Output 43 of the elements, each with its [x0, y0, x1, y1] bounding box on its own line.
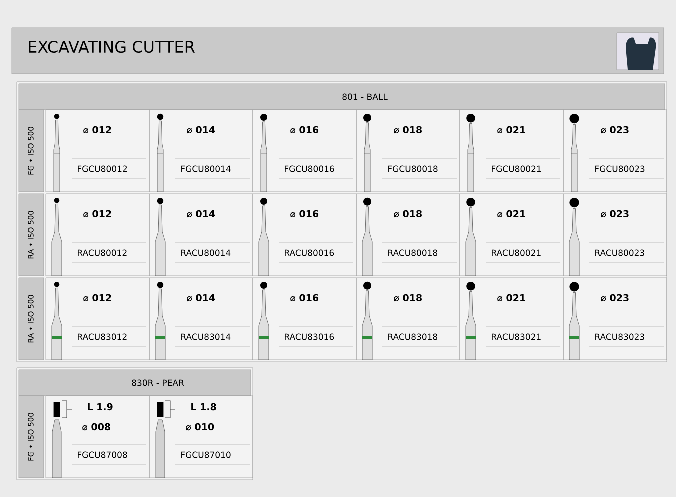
- diameter-label: ⌀ 021: [498, 294, 526, 302]
- diameter-label: ⌀ 018: [394, 210, 422, 218]
- length-label: L 1.8: [192, 403, 216, 411]
- product-code: RACU83014: [182, 334, 231, 340]
- diameter-label: ⌀ 012: [84, 294, 112, 302]
- diameter-label: ⌀ 021: [498, 210, 526, 218]
- diameter-label: ⌀ 012: [84, 126, 112, 134]
- product-code: RACU80021: [492, 250, 541, 256]
- diameter-label: ⌀ 021: [498, 126, 526, 134]
- diameter-label: ⌀ 023: [601, 210, 629, 218]
- product-code: RACU80016: [285, 250, 334, 256]
- product-code: RACU83021: [492, 334, 541, 340]
- product-code: FGCU80016: [285, 166, 334, 172]
- diameter-label: ⌀ 014: [187, 126, 216, 134]
- product-code: FGCU80021: [492, 166, 542, 172]
- diameter-label: ⌀ 016: [290, 126, 319, 134]
- product-code: FGCU80012: [78, 166, 128, 172]
- product-code: RACU80023: [596, 250, 644, 256]
- product-code: RACU83023: [596, 334, 644, 340]
- product-code: FGCU87008: [78, 452, 128, 458]
- product-code: FGCU87010: [182, 452, 231, 458]
- diameter-label: ⌀ 008: [82, 423, 110, 431]
- title-bar: EXCAVATING CUTTER: [12, 28, 664, 74]
- diameter-label: ⌀ 010: [186, 423, 214, 431]
- product-code: RACU83012: [78, 334, 127, 340]
- product-code: RACU80012: [78, 250, 127, 256]
- diameter-label: ⌀ 016: [290, 210, 319, 218]
- product-code: FGCU80023: [596, 166, 645, 172]
- diameter-label: ⌀ 016: [290, 294, 319, 302]
- diameter-label: ⌀ 023: [601, 126, 629, 134]
- diameter-label: ⌀ 018: [394, 126, 422, 134]
- diameter-label: ⌀ 012: [84, 210, 112, 218]
- product-code: FGCU80014: [182, 166, 231, 172]
- product-code: RACU83016: [285, 334, 334, 340]
- diameter-label: ⌀ 014: [187, 210, 216, 218]
- product-code: RACU80018: [388, 250, 438, 256]
- product-code: RACU83018: [388, 334, 438, 340]
- diameter-label: ⌀ 014: [187, 294, 216, 302]
- length-label: L 1.9: [88, 403, 113, 411]
- product-code: FGCU80018: [388, 166, 438, 172]
- diameter-label: ⌀ 018: [394, 294, 422, 302]
- product-code: RACU80014: [182, 250, 231, 256]
- diameter-label: ⌀ 023: [601, 294, 629, 302]
